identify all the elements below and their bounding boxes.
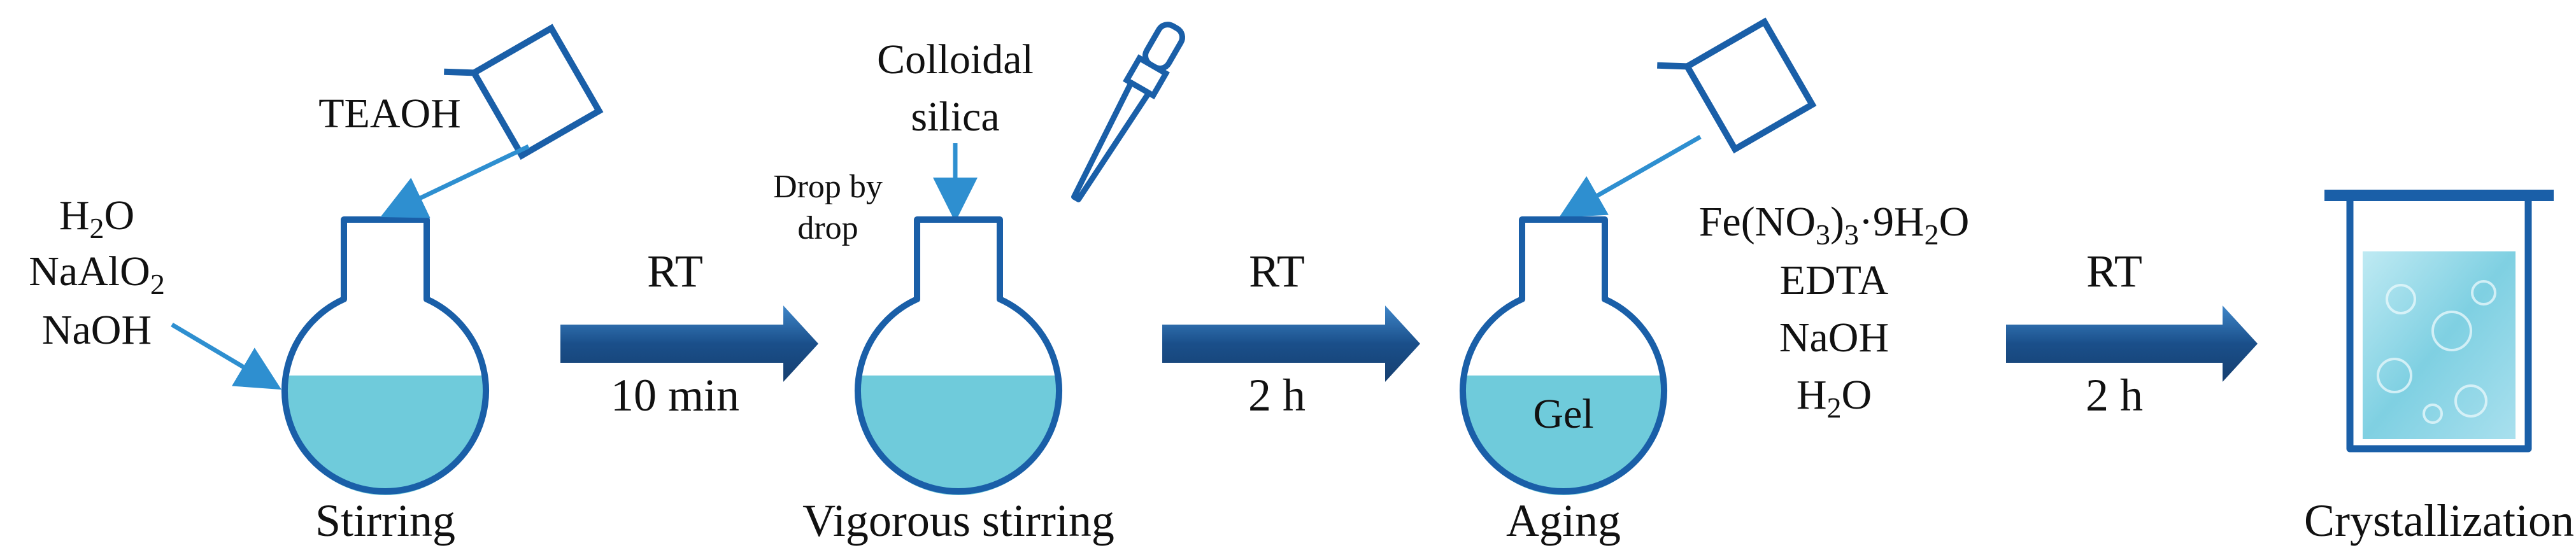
dropper-icon (1071, 22, 1185, 202)
stage-3-label: Aging (1506, 495, 1621, 546)
stage-3: Gel Fe(NO3)3·9H2O EDTA NaOH H2O Aging (1460, 17, 1970, 546)
drop-note-line1: Drop by (773, 169, 883, 205)
reagent-naoh-2: NaOH (1779, 314, 1889, 361)
stage-1: H2O NaAlO2 NaOH TEAOH Stirring (29, 24, 604, 546)
stage-4: Crystallization (2304, 190, 2574, 546)
flask-icon (1460, 216, 1667, 495)
reagent-edta: EDTA (1780, 257, 1889, 304)
colloidal-silica-line2: silica (911, 94, 999, 140)
reagent-naalo2: NaAlO2 (29, 248, 165, 300)
flask-icon (855, 216, 1062, 495)
beaker-icon (1657, 17, 1817, 154)
beaker-icon (444, 24, 604, 160)
reagent-iron-nitrate: Fe(NO3)3·9H2O (1699, 199, 1970, 251)
drop-note-line2: drop (797, 210, 858, 246)
step-2-time: 2 h (1248, 370, 1306, 421)
stage-2-label: Vigorous stirring (802, 495, 1114, 546)
stage-4-label: Crystallization (2304, 495, 2574, 546)
vessel-icon (2324, 190, 2554, 453)
reagent-naoh: NaOH (42, 307, 152, 353)
step-1: RT 10 min (560, 246, 818, 421)
teaoh-pointer (380, 144, 530, 218)
step-3: RT 2 h (2006, 246, 2258, 421)
flask-icon (281, 216, 489, 495)
reagent-h2o-2: H2O (1797, 372, 1872, 424)
stage-1-label: Stirring (315, 495, 455, 546)
reagent-teaoh: TEAOH (318, 90, 461, 137)
reagent-h2o: H2O (59, 192, 134, 244)
iron-pointer (1558, 134, 1702, 218)
step-3-time: 2 h (2086, 370, 2143, 421)
reagent-pointer (171, 322, 282, 390)
step-3-condition: RT (2086, 246, 2142, 297)
step-1-time: 10 min (611, 370, 739, 421)
colloidal-silica-line1: Colloidal (877, 36, 1034, 83)
arrow-icon (560, 306, 818, 382)
step-2-condition: RT (1249, 246, 1305, 297)
arrow-icon (1162, 306, 1420, 382)
step-1-condition: RT (647, 246, 703, 297)
stage-2: Drop by drop Colloidal silica Vigorous s… (773, 22, 1185, 546)
arrow-icon (2006, 306, 2258, 382)
step-2: RT 2 h (1162, 246, 1420, 421)
gel-label: Gel (1533, 391, 1593, 437)
